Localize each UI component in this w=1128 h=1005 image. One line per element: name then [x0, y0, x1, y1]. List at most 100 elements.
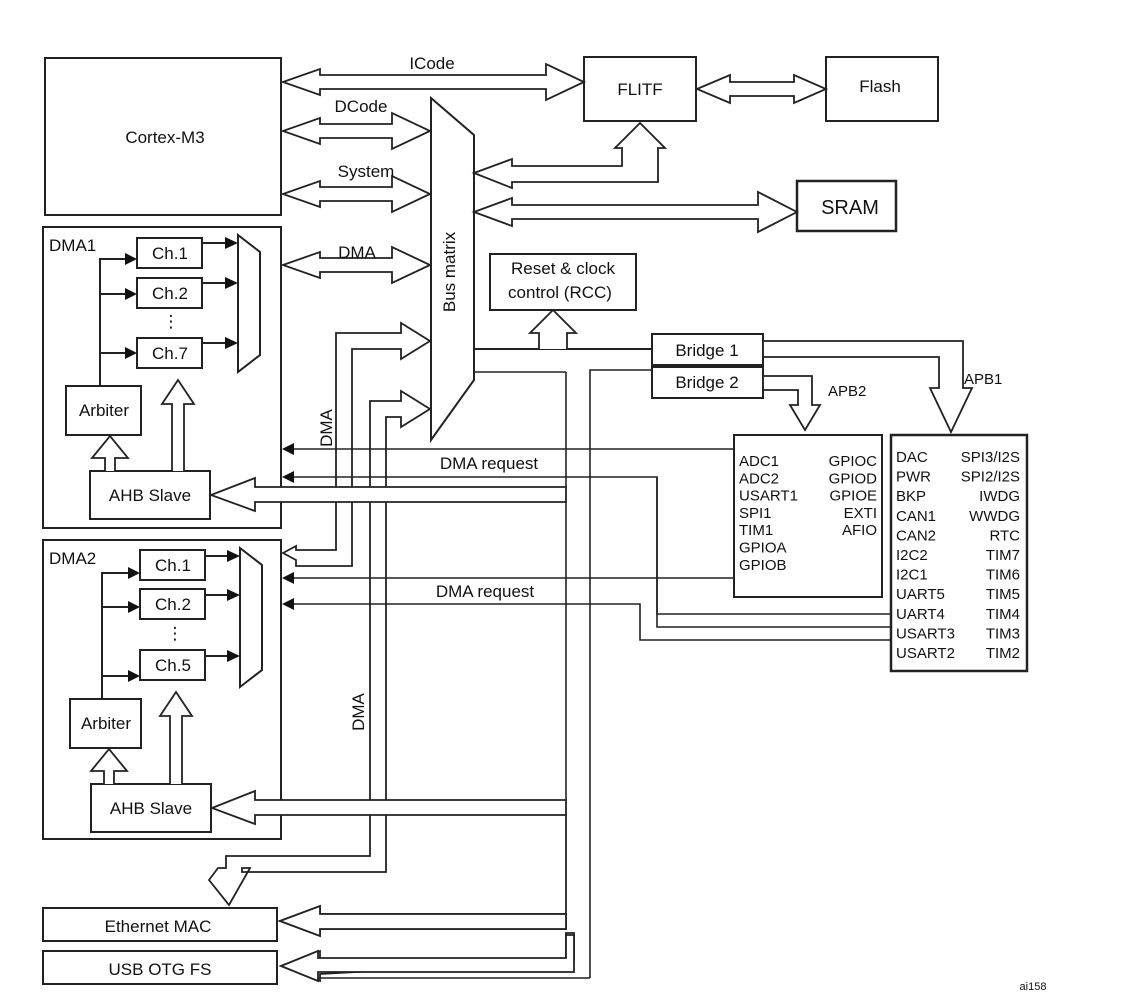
- dma2-channel-1: [139, 549, 206, 581]
- dma-request-arrowhead-1a: [282, 443, 294, 455]
- dma1-arbiter: [65, 385, 142, 436]
- dma1-mux: [237, 232, 261, 375]
- apb1-label: APB1: [964, 371, 1002, 388]
- dma2-channel-5-label: Ch.5: [155, 656, 191, 675]
- sram-bus-arrow: [471, 190, 799, 234]
- apb1-peripherals-left-item-5: CAN2: [896, 527, 936, 544]
- bridge-1-label: Bridge 1: [675, 341, 738, 360]
- apb1-peripherals-left-item-7: I2C1: [896, 567, 928, 584]
- apb1-peripherals-left-item-6: I2C2: [896, 547, 928, 564]
- apb1-right-column: SPI3/I2S SPI2/I2S IWDG WWDG RTC TIM7TIM6TIM5T…: [961, 449, 1020, 662]
- dma1-ahb-slave: [89, 470, 211, 520]
- ethernet-mac-block: Ethernet MAC: [42, 907, 278, 942]
- apb2-peripherals-left-item-7: GPIOB: [739, 557, 787, 574]
- dma2-channel-2-label: Ch.2: [155, 595, 191, 614]
- sram-label: SRAM: [821, 197, 879, 219]
- dma1-channel-7-label: Ch.7: [152, 344, 188, 363]
- apb1-peripherals-right-item-5: RTC: [989, 527, 1020, 544]
- apb1-peripherals-right-item-7: TIM6: [986, 567, 1020, 584]
- dma1-ellipsis: ⋮: [163, 312, 180, 331]
- dma1-arrowhead-7: [125, 347, 137, 359]
- dma2-ahb-bus-arrow: [209, 789, 567, 826]
- ethernet-upper-arrow: [277, 904, 567, 938]
- apb1-peripherals-right-item-2: SPI2/I2S: [961, 469, 1020, 486]
- usb-otg-block: USB OTG FS: [42, 950, 278, 985]
- apb2-peripherals-right-item-4: EXTI: [844, 505, 877, 522]
- dma2-mux-arrowhead-1: [227, 550, 240, 562]
- apb1-peripherals-left-item-11: USART2: [896, 645, 955, 662]
- dma1-arrowhead-2: [125, 288, 137, 300]
- dma1-channel-1: [136, 237, 203, 269]
- rcc-block: Reset & clock control (RCC): [489, 253, 637, 311]
- dma-vertical-label-2: DMA: [349, 692, 368, 730]
- bus-matrix: Bus matrix: [430, 95, 475, 444]
- dma2-ahb-to-arbiter-arrow: [89, 747, 129, 784]
- apb2-bus-arrow: [762, 375, 822, 432]
- dma-request-line-2b: [290, 603, 890, 641]
- flash-block: Flash: [825, 56, 939, 122]
- icode-label: ICode: [409, 54, 454, 73]
- apb1-peripherals-left-item-2: PWR: [896, 469, 931, 486]
- apb1-peripherals-left-item-3: BKP: [896, 488, 926, 505]
- dma2-channel-2: [139, 588, 206, 620]
- dma-request-arrowhead-1b: [282, 471, 294, 483]
- dma2-arrowhead-2: [128, 601, 140, 613]
- figure-id: ai158: [1020, 981, 1047, 993]
- apb1-peripherals-right-item-6: TIM7: [986, 547, 1020, 564]
- dma-bus-arrow: [280, 245, 433, 285]
- usb-lower-arrow: [278, 934, 575, 983]
- apb1-peripherals-right-item-4: WWDG: [969, 508, 1020, 525]
- rcc-label-line2: control (RCC): [508, 283, 612, 302]
- dma2-block: DMA2 Ch.1 Ch.2 ⋮ Ch.5 Arbiter AHB Slave: [42, 539, 282, 840]
- apb1-peripherals-right-item-1: SPI3/I2S: [961, 449, 1020, 466]
- sram-block: SRAM: [795, 179, 898, 233]
- apb1-peripherals-left-item-1: DAC: [896, 449, 928, 466]
- apb1-peripherals-right-item-3: IWDG: [979, 488, 1020, 505]
- flash-label: Flash: [859, 77, 901, 96]
- cortex-m3-label: Cortex-M3: [125, 128, 204, 147]
- apb1-peripherals-right-item-8: TIM5: [986, 586, 1020, 603]
- apb2-peripherals-left-item-6: GPIOA: [739, 540, 787, 557]
- apb1-peripherals-right-item-10: TIM3: [986, 625, 1020, 642]
- dma2-mux: [239, 545, 263, 690]
- apb2-peripherals-left-item-1: ADC1: [739, 453, 779, 470]
- apb2-peripherals-left-item-3: USART1: [739, 488, 798, 505]
- system-label: System: [338, 162, 395, 181]
- dma2-ahb-to-channel-arrow: [158, 690, 194, 784]
- dma2-ellipsis: ⋮: [167, 624, 184, 643]
- flitf-label: FLITF: [617, 80, 662, 99]
- dcode-bus-arrow: [280, 111, 433, 151]
- dma-request-arrowhead-2a: [282, 572, 294, 584]
- dma2-mux-arrowhead-5: [227, 650, 240, 662]
- apb2-peripherals-right-item-3: GPIOE: [829, 488, 877, 505]
- apb2-peripherals-left-item-5: TIM1: [739, 522, 773, 539]
- bridge-to-usb-line: [589, 369, 652, 978]
- dma-request-arrowhead-2b: [282, 598, 294, 610]
- dma1-channel-feed-line: [99, 258, 130, 386]
- dma2-arbiter-label: Arbiter: [81, 714, 131, 733]
- dma2-arrowhead-5: [128, 670, 140, 682]
- apb1-peripherals-left-item-9: UART4: [896, 606, 945, 623]
- apb1-peripherals-left-item-10: USART3: [896, 625, 955, 642]
- apb2-label: APB2: [828, 383, 866, 400]
- flitf-block: FLITF: [583, 56, 697, 122]
- dma1-title: DMA1: [49, 236, 96, 255]
- dma2-channel-1-label: Ch.1: [155, 556, 191, 575]
- usb-bus-arrow: [278, 932, 575, 983]
- bridge-1-block: Bridge 1: [651, 333, 764, 366]
- apb2-peripherals-left-item-4: SPI1: [739, 505, 772, 522]
- dma2-ahb-slave: [90, 783, 212, 833]
- dma1-arrowhead-1: [125, 253, 137, 265]
- dma1-mux-arrowhead-7: [225, 337, 238, 349]
- bridge-2-block: Bridge 2: [651, 366, 764, 399]
- dma-request-label-2: DMA request: [436, 582, 535, 601]
- dma2-to-matrix-arrow: [207, 389, 432, 907]
- dma2-mux-arrowhead-2: [227, 589, 240, 601]
- dma-request-1c: [656, 477, 890, 628]
- flitf-bus-arrow: [471, 121, 668, 190]
- icode-bus-arrow: [280, 62, 587, 102]
- dma2-ahb-slave-label: AHB Slave: [110, 799, 192, 818]
- bus-matrix-label: Bus matrix: [440, 231, 459, 312]
